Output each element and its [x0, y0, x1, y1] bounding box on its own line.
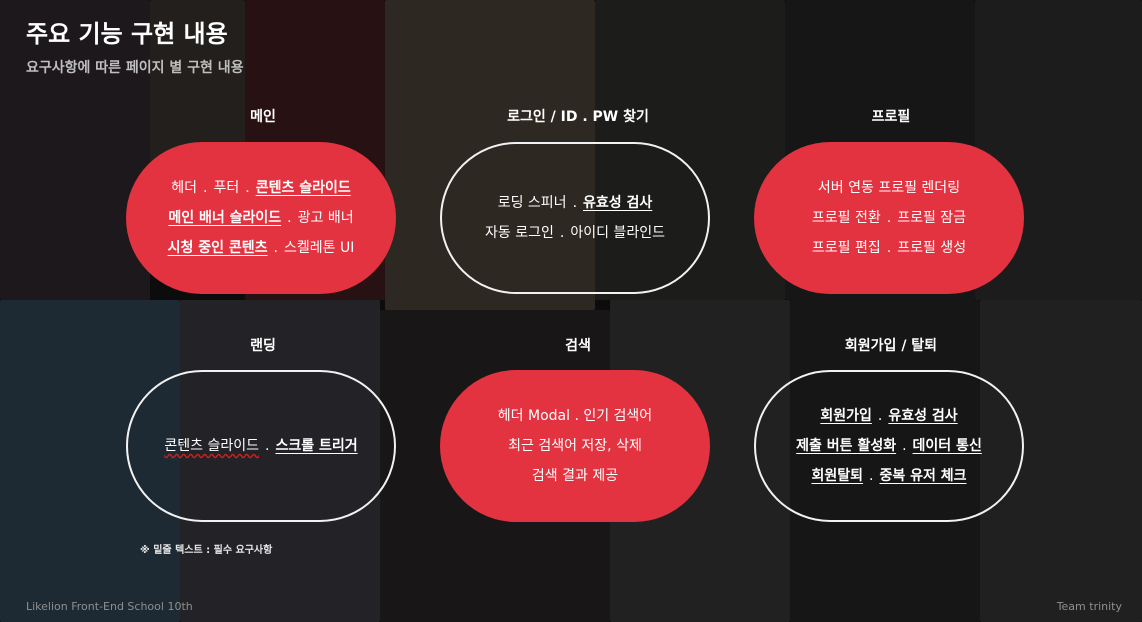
separator-dot: .	[572, 195, 578, 211]
feature-item-signup: 회원가입	[820, 408, 872, 424]
feature-item-scroll-trigger: 스크롤 트리거	[275, 438, 358, 454]
feature-item-content-slide: 콘텐츠 슬라이드	[255, 180, 351, 196]
feature-item-footer: 푸터	[213, 180, 240, 196]
feature-item-profile-create: 프로필 생성	[897, 240, 967, 256]
footer-team: Team trinity	[1056, 600, 1122, 613]
feature-line: 회원탈퇴. 중복 유저 체크	[811, 464, 966, 488]
feature-line: 서버 연동 프로필 렌더링	[818, 176, 960, 200]
section-title-login: 로그인 / ID . PW 찾기	[507, 109, 649, 125]
feature-item-submit-button-activate: 제출 버튼 활성화	[796, 438, 897, 454]
feature-item-loading-spinner: 로딩 스피너	[497, 195, 567, 211]
feature-item-profile-switch: 프로필 전환	[811, 210, 881, 226]
separator-dot: .	[265, 438, 270, 454]
feature-pill-login: 로딩 스피너. 유효성 검사 자동 로그인. 아이디 블라인드	[440, 142, 710, 294]
separator-dot: .	[287, 210, 292, 226]
feature-item-auto-login: 자동 로그인	[485, 225, 554, 241]
feature-line: 로딩 스피너. 유효성 검사	[498, 191, 653, 215]
feature-item-watching-content: 시청 중인 콘텐츠	[167, 240, 268, 256]
feature-pill-signup: 회원가입. 유효성 검사 제출 버튼 활성화. 데이터 통신 회원탈퇴. 중복 유저 …	[754, 370, 1024, 522]
feature-item-id-blind: 아이디 블라인드	[570, 225, 665, 241]
separator-dot: .	[203, 180, 208, 196]
separator-dot: .	[273, 240, 278, 256]
feature-item-ad-banner: 광고 배너	[297, 210, 354, 226]
separator-dot: .	[869, 468, 874, 484]
feature-line: 검색 결과 제공	[532, 464, 618, 488]
section-title-main: 메인	[250, 109, 276, 125]
feature-line: 프로필 편집. 프로필 생성	[812, 236, 966, 260]
feature-pill-profile: 서버 연동 프로필 렌더링 프로필 전환. 프로필 잠금 프로필 편집. 프로필 생…	[754, 142, 1024, 294]
feature-item-validation: 유효성 검사	[583, 195, 653, 211]
page-title: 주요 기능 구현 내용	[26, 20, 228, 48]
separator-dot: .	[245, 180, 250, 196]
feature-line: 헤더. 푸터. 콘텐츠 슬라이드	[171, 176, 350, 200]
feature-item-header-modal: 헤더 Modal . 인기 검색어	[497, 408, 653, 424]
separator-dot: .	[902, 438, 907, 454]
feature-line: 헤더 Modal . 인기 검색어	[498, 404, 652, 428]
feature-line: 시청 중인 콘텐츠. 스켈레톤 UI	[168, 236, 355, 260]
section-title-profile: 프로필	[871, 109, 911, 125]
feature-line: 최근 검색어 저장, 삭제	[508, 434, 642, 458]
feature-line: 자동 로그인. 아이디 블라인드	[485, 221, 665, 245]
section-title-signup: 회원가입 / 탈퇴	[844, 338, 938, 354]
feature-line: 프로필 전환. 프로필 잠금	[812, 206, 966, 230]
feature-item-header: 헤더	[171, 180, 198, 196]
page-subtitle: 요구사항에 따른 페이지 별 구현 내용	[26, 60, 244, 76]
feature-item-recent-search: 최근 검색어 저장, 삭제	[508, 438, 642, 454]
feature-item-search-results: 검색 결과 제공	[531, 468, 619, 484]
feature-pill-search: 헤더 Modal . 인기 검색어 최근 검색어 저장, 삭제 검색 결과 제공	[440, 370, 710, 522]
feature-item-withdraw: 회원탈퇴	[811, 468, 864, 484]
feature-item-validation: 유효성 검사	[888, 408, 958, 424]
footer-school: Likelion Front-End School 10th	[26, 600, 193, 613]
section-title-landing: 랜딩	[250, 338, 276, 354]
feature-item-profile-edit: 프로필 편집	[811, 240, 881, 256]
feature-pill-landing: 콘텐츠 슬라이드. 스크롤 트리거	[126, 370, 396, 522]
feature-item-profile-rendering: 서버 연동 프로필 렌더링	[817, 180, 961, 196]
feature-item-profile-lock: 프로필 잠금	[897, 210, 967, 226]
feature-line: 제출 버튼 활성화. 데이터 통신	[796, 434, 982, 458]
feature-item-skeleton-ui: 스켈레톤 UI	[284, 240, 355, 256]
legend-note: ※ 밑줄 텍스트 : 필수 요구사항	[140, 545, 273, 556]
feature-pill-main: 헤더. 푸터. 콘텐츠 슬라이드 메인 배너 슬라이드. 광고 배너 시청 중인 콘텐…	[126, 142, 396, 294]
separator-dot: .	[559, 225, 565, 241]
separator-dot: .	[886, 210, 892, 226]
feature-item-main-banner-slide: 메인 배너 슬라이드	[168, 210, 282, 226]
feature-item-content-slide: 콘텐츠 슬라이드	[164, 438, 259, 454]
separator-dot: .	[877, 408, 883, 424]
feature-item-duplicate-user-check: 중복 유저 체크	[879, 468, 967, 484]
feature-item-data-communication: 데이터 통신	[912, 438, 982, 454]
feature-line: 메인 배너 슬라이드. 광고 배너	[168, 206, 353, 230]
feature-line: 콘텐츠 슬라이드. 스크롤 트리거	[164, 434, 357, 458]
feature-line: 회원가입. 유효성 검사	[820, 404, 957, 428]
section-title-search: 검색	[565, 338, 591, 354]
separator-dot: .	[886, 240, 892, 256]
